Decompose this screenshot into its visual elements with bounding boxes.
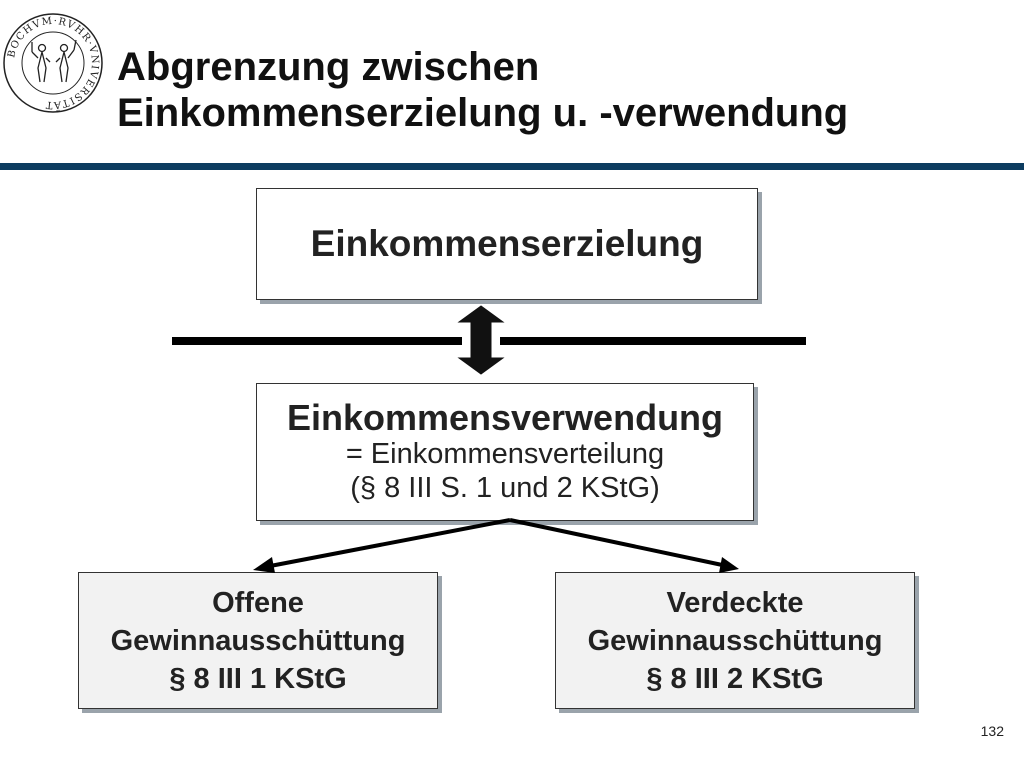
title-line-2: Einkommenserzielung u. -verwendung <box>117 91 849 135</box>
income-distribution-label: = Einkommensverteilung <box>345 438 665 470</box>
university-seal-logo: BOCHVM·RVHR·VNIVERSITÄT <box>3 13 103 113</box>
title-divider <box>0 163 1024 170</box>
double-arrow-icon <box>457 305 505 375</box>
hidden-profit-line-3: § 8 III 2 KStG <box>646 662 824 695</box>
separator-bar-right <box>500 337 806 345</box>
open-profit-distribution-box: Offene Gewinnausschüttung § 8 III 1 KStG <box>78 572 438 709</box>
income-use-box: Einkommensverwendung = Einkommensverteil… <box>256 383 754 521</box>
page-number: 132 <box>980 723 1004 739</box>
arrow-right-head-icon <box>719 557 739 573</box>
page-title: Abgrenzung zwischen Einkommenserzielung … <box>117 44 848 136</box>
income-use-legal-reference: (§ 8 III S. 1 und 2 KStG) <box>350 472 660 504</box>
open-profit-line-3: § 8 III 1 KStG <box>169 662 347 695</box>
separator-bar-left <box>172 337 462 345</box>
income-use-heading: Einkommensverwendung <box>286 397 724 438</box>
arrow-right-line <box>509 518 728 568</box>
hidden-profit-line-1: Verdeckte <box>666 586 804 619</box>
arrow-left-head-icon <box>253 557 275 573</box>
open-profit-line-1: Offene <box>212 586 304 619</box>
income-generation-label: Einkommenserzielung <box>310 223 704 264</box>
hidden-profit-distribution-box: Verdeckte Gewinnausschüttung § 8 III 2 K… <box>555 572 915 709</box>
open-profit-line-2: Gewinnausschüttung <box>110 624 406 657</box>
income-generation-box: Einkommenserzielung <box>256 188 758 300</box>
hidden-profit-line-2: Gewinnausschüttung <box>587 624 883 657</box>
arrow-left-line <box>264 518 511 569</box>
title-line-1: Abgrenzung zwischen <box>117 45 540 89</box>
